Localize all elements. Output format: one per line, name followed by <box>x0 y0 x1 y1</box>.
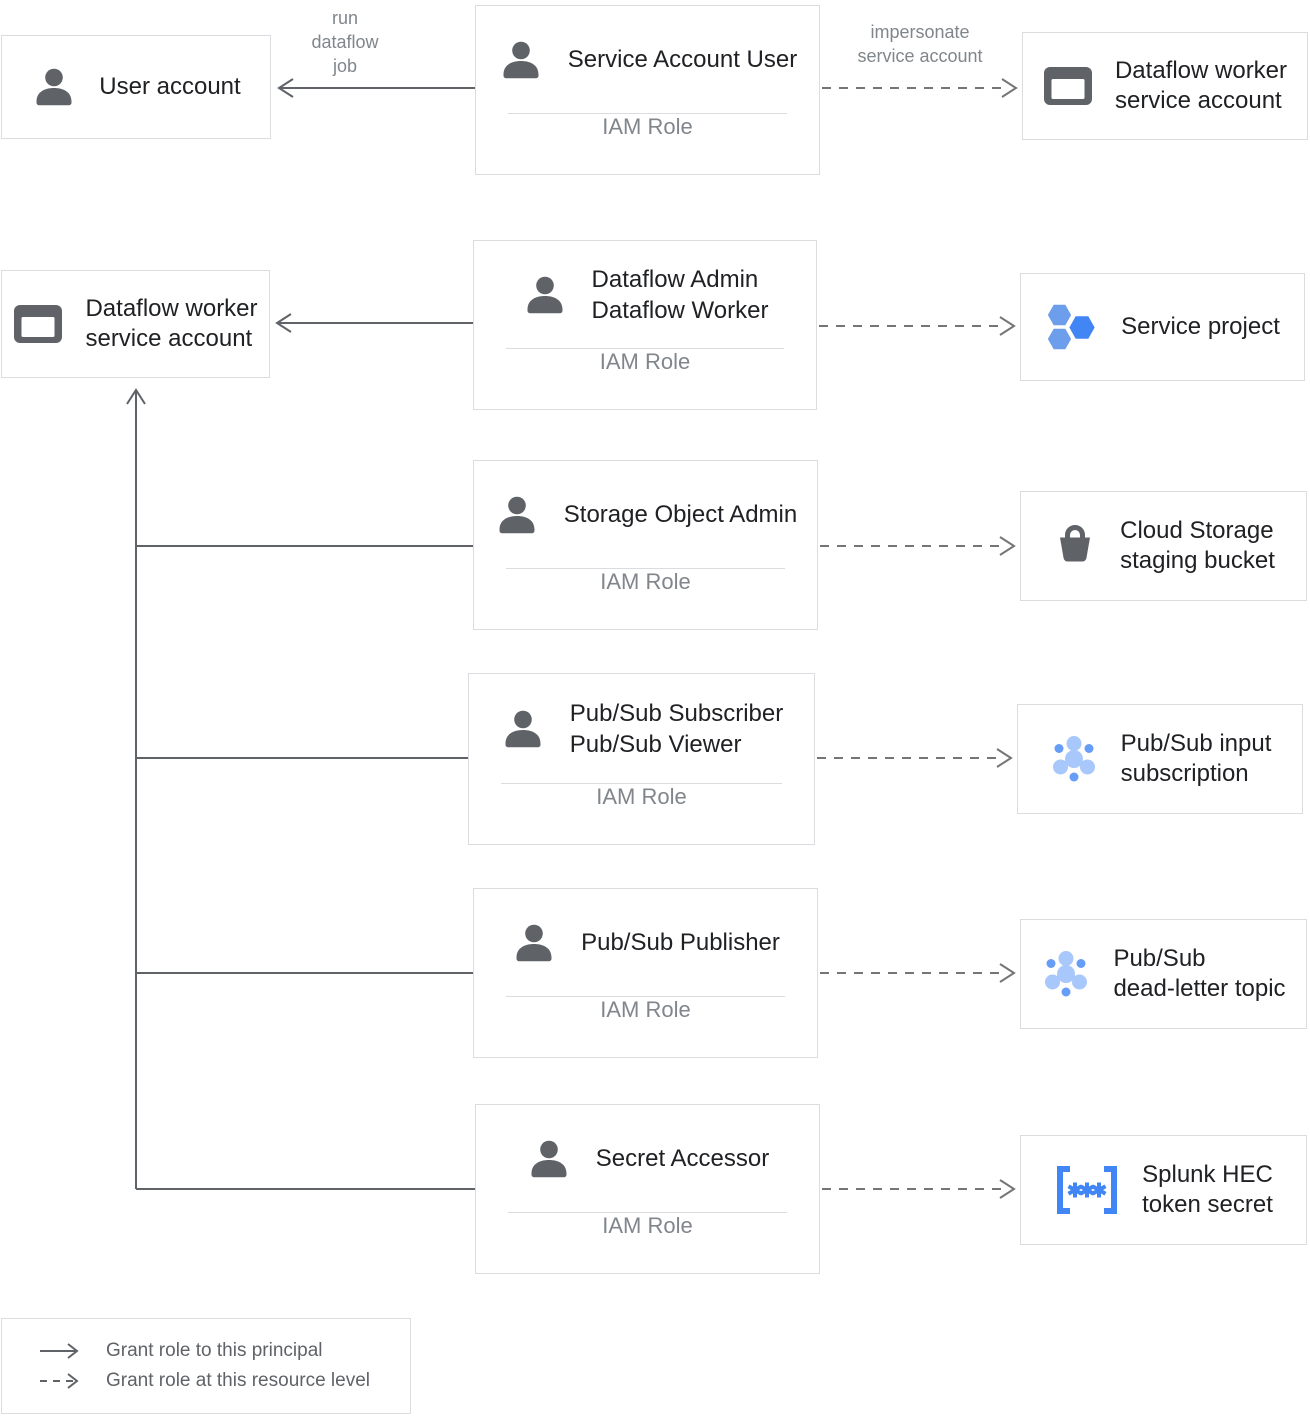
service-account-window-icon <box>13 303 63 345</box>
dashed-arrow-icon <box>38 1371 86 1391</box>
node-dataflow-worker-service-account-top: Dataflow worker service account <box>1022 32 1308 140</box>
person-icon <box>31 64 77 110</box>
legend-row-dashed: Grant role at this resource level <box>38 1370 410 1392</box>
divider <box>508 1212 787 1213</box>
node-splunk-hec-token-secret: Splunk HEC token secret <box>1020 1135 1307 1245</box>
iam-role-label: IAM Role <box>596 784 687 809</box>
pubsub-topology-icon <box>1049 734 1099 784</box>
legend: Grant role to this principal Grant role … <box>1 1318 411 1414</box>
node-dataflow-worker-service-account-left: Dataflow worker service account <box>1 270 270 378</box>
pubsub-topology-icon <box>1041 949 1091 999</box>
node-label: Service project <box>1121 313 1280 340</box>
edge-label-impersonate-service-account: impersonate service account <box>857 22 983 66</box>
node-iam-dataflow-admin-worker: Dataflow Admin Dataflow Worker IAM Role <box>473 240 817 410</box>
divider <box>506 996 785 997</box>
legend-label-dashed: Grant role at this resource level <box>106 1370 371 1391</box>
person-icon <box>511 920 557 966</box>
node-iam-pubsub-subscriber-viewer: Pub/Sub Subscriber Pub/Sub Viewer IAM Ro… <box>468 673 815 845</box>
iam-role-label: IAM Role <box>599 349 691 374</box>
node-service-project: Service project <box>1020 273 1305 381</box>
role-names: Pub/Sub Subscriber Pub/Sub Viewer <box>569 699 784 758</box>
service-account-window-icon <box>1043 65 1093 107</box>
node-label: Splunk HEC token secret <box>1142 1161 1273 1218</box>
role-names: Dataflow Admin Dataflow Worker <box>591 265 769 324</box>
edge-label-run-dataflow-job: run dataflow job <box>311 8 379 76</box>
node-cloud-storage-staging-bucket: Cloud Storage staging bucket <box>1020 491 1307 601</box>
storage-bucket-icon <box>1052 523 1098 569</box>
secret-brackets-icon <box>1054 1162 1120 1218</box>
role-names: Storage Object Admin <box>563 501 798 528</box>
node-iam-pubsub-publisher: Pub/Sub Publisher IAM Role <box>473 888 818 1058</box>
divider <box>506 348 784 349</box>
node-label: User account <box>99 73 241 100</box>
divider <box>508 113 787 114</box>
role-names: Service Account User <box>567 46 798 73</box>
iam-role-label: IAM Role <box>600 569 691 594</box>
node-label: Pub/Sub input subscription <box>1120 730 1272 787</box>
node-iam-secret-accessor: Secret Accessor IAM Role <box>475 1104 820 1274</box>
node-user-account: User account <box>1 35 271 139</box>
node-label: Dataflow worker service account <box>1114 57 1288 114</box>
divider <box>506 568 785 569</box>
divider <box>501 783 782 784</box>
person-icon <box>526 1136 572 1182</box>
node-iam-storage-object-admin: Storage Object Admin IAM Role <box>473 460 818 630</box>
solid-arrow-icon <box>38 1341 86 1361</box>
role-names: Pub/Sub Publisher <box>581 929 780 956</box>
person-icon <box>498 37 544 83</box>
node-pubsub-dead-letter-topic: Pub/Sub dead-letter topic <box>1020 919 1307 1029</box>
node-pubsub-input-subscription: Pub/Sub input subscription <box>1017 704 1303 814</box>
node-label: Cloud Storage staging bucket <box>1120 517 1275 574</box>
node-label: Pub/Sub dead-letter topic <box>1113 945 1286 1002</box>
person-icon <box>522 272 568 318</box>
person-icon <box>494 492 540 538</box>
iam-role-label: IAM Role <box>602 114 693 139</box>
role-names: Secret Accessor <box>595 1145 770 1172</box>
legend-row-solid: Grant role to this principal <box>38 1340 410 1362</box>
iam-role-label: IAM Role <box>602 1213 693 1238</box>
project-hexagons-icon <box>1045 301 1099 353</box>
iam-role-label: IAM Role <box>600 997 691 1022</box>
legend-label-solid: Grant role to this principal <box>106 1340 323 1361</box>
person-icon <box>500 706 546 752</box>
node-iam-service-account-user: Service Account User IAM Role <box>475 5 820 175</box>
node-label: Dataflow worker service account <box>85 295 258 352</box>
